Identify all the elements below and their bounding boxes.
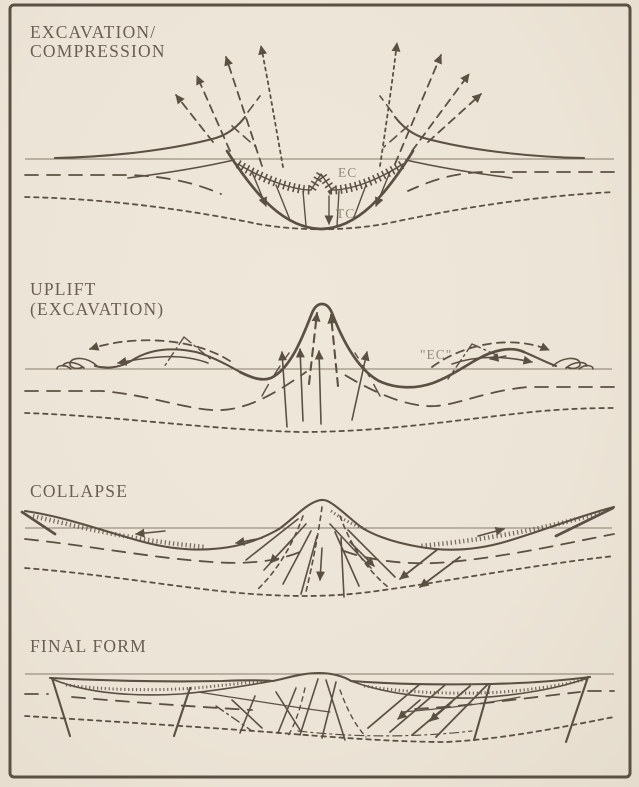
right-inner-fault	[472, 682, 492, 742]
central-faults	[299, 678, 346, 741]
right-fan-arrow-1	[397, 699, 421, 720]
panel2-title-line2: (EXCAVATION)	[30, 299, 164, 319]
collapse-fan-dashed	[256, 506, 389, 593]
panel-final-form: FINAL FORM	[24, 636, 615, 744]
right-trough-arrow	[477, 526, 505, 537]
uplift-arrow-3	[314, 350, 324, 425]
excavation-cavity-outline	[237, 163, 404, 191]
layer-longdash-right	[407, 171, 615, 192]
label-tc: TC	[336, 206, 355, 221]
right-fan-arrow-2	[429, 701, 453, 722]
right-lens-stipple	[363, 677, 587, 695]
ejecta-arrow-left-4	[258, 45, 284, 168]
collapse-arrow-down	[316, 547, 326, 581]
left-hinge-mark	[163, 336, 214, 368]
left-trough-profile	[23, 509, 281, 551]
uplifted-layer-wisps	[261, 352, 381, 397]
panel-excavation-compression: EXCAVATION/ COMPRESSION EC TC	[24, 22, 615, 231]
layer-shortdash	[24, 555, 615, 597]
layer-longdash-left	[24, 174, 222, 195]
left-flow-arrow	[117, 355, 209, 366]
uplift-arrow-1	[278, 351, 288, 428]
ejecta-arrow-left-1	[175, 94, 214, 143]
left-dashdot-fault	[215, 705, 253, 732]
label-ec: EC	[338, 165, 357, 180]
panel1-title-line1: EXCAVATION/	[30, 22, 156, 42]
left-ballistic-arrow	[89, 339, 231, 362]
ejecta-arrow-right-1	[427, 93, 482, 143]
transient-cavity-bowl	[225, 149, 415, 231]
left-lens-bottom	[51, 678, 274, 696]
panel4-title: FINAL FORM	[30, 636, 147, 656]
cavity-radial-spokes	[275, 184, 367, 227]
layer-longdash-right	[343, 533, 615, 565]
panel3-title: COLLAPSE	[30, 481, 128, 501]
layer-longdash	[24, 690, 615, 711]
figure-border-frame	[8, 3, 632, 779]
central-uplift-dome	[238, 302, 526, 389]
central-uplift-bump	[271, 671, 353, 683]
collapse-arrow-right	[349, 541, 375, 567]
panel1-title-line2: COMPRESSION	[30, 41, 166, 61]
right-rim-fault	[564, 675, 590, 744]
right-ejecta-rolls	[552, 357, 594, 370]
uplift-arrow-2	[295, 348, 305, 422]
peak-flank-stipple	[330, 509, 367, 531]
right-spoke-arrow	[375, 171, 391, 207]
basal-dashdot-line	[297, 730, 473, 737]
ejecta-arrow-right-2	[411, 73, 470, 152]
right-ejecta-flap	[522, 350, 558, 368]
ejecta-arrow-right-4	[379, 42, 401, 167]
layer-longdash-left	[24, 371, 307, 412]
right-hinge-arrow	[489, 353, 507, 362]
left-trough-arrow-2	[235, 536, 263, 546]
panel-uplift-excavation: UPLIFT (EXCAVATION) "EC"	[24, 279, 615, 433]
left-breccia-band	[32, 513, 206, 550]
ejecta-arrow-left-3	[224, 56, 263, 167]
right-subrim-curve	[405, 159, 513, 179]
layer-shortdash	[24, 191, 615, 231]
left-rim-dashed-continuation	[231, 95, 261, 148]
right-rim-slide	[554, 506, 615, 538]
right-ballistic-arrow	[431, 341, 550, 368]
left-rim-uplift-curve	[53, 115, 247, 160]
uplift-arrow-dashed-2	[327, 313, 340, 388]
layer-longdash-right	[339, 371, 615, 408]
right-rim-dashed-continuation	[379, 95, 409, 148]
uplift-arrow-dashed-1	[307, 311, 321, 386]
layer-longdash-left	[24, 538, 303, 564]
collapsing-central-peak	[277, 498, 366, 531]
left-trough-arrow-1	[135, 528, 166, 538]
right-rim-uplift-curve	[393, 115, 586, 160]
right-trough-profile	[362, 505, 616, 551]
slip-surface-curves	[197, 691, 521, 713]
left-spoke-arrow	[251, 171, 267, 207]
layer-shortdash	[24, 407, 615, 433]
uplift-arrow-4	[351, 351, 370, 421]
label-ec-quoted: "EC"	[420, 347, 452, 362]
panel-collapse: COLLAPSE	[20, 481, 616, 598]
left-lens-top	[48, 676, 275, 683]
panel2-title-line1: UPLIFT	[30, 279, 97, 299]
left-ejecta-rolls	[56, 357, 98, 370]
left-fault-slashes	[231, 687, 301, 734]
ejecta-arrow-left-2	[196, 75, 231, 152]
right-lens-top	[349, 675, 592, 686]
ejecta-arrow-right-3	[394, 54, 442, 165]
layer-shortdash	[24, 715, 615, 743]
left-rim-slide	[20, 510, 57, 536]
left-rim-faults	[50, 676, 192, 738]
left-ejecta-flap	[93, 348, 242, 374]
